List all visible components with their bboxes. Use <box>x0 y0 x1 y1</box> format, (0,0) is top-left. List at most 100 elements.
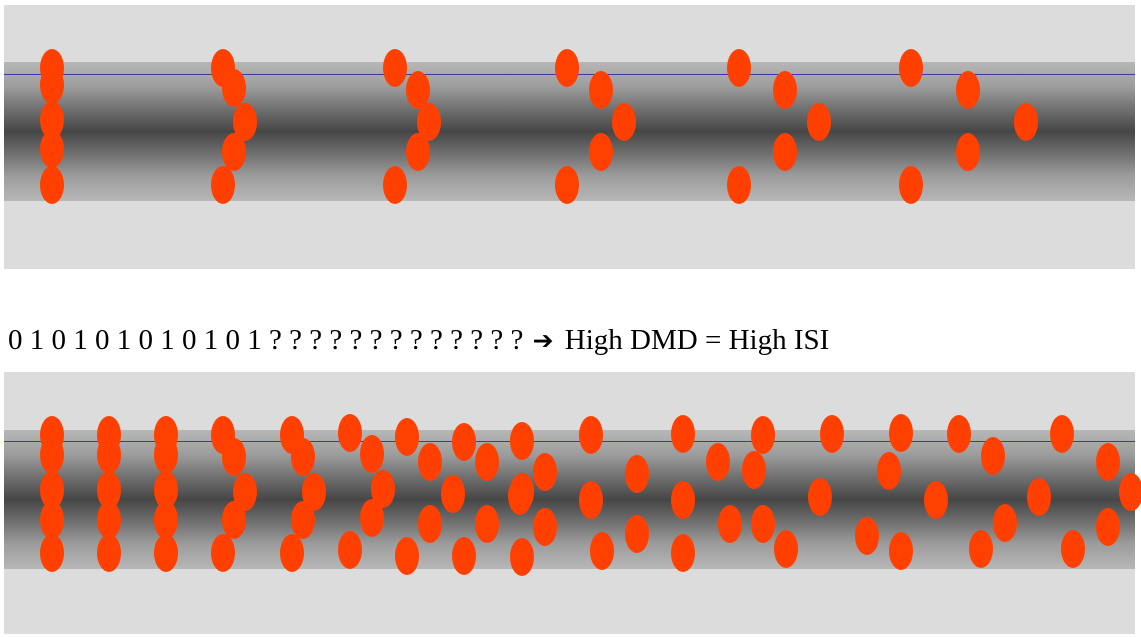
pulse-mode <box>1096 443 1120 481</box>
pulse-mode <box>40 130 64 168</box>
pulse-mode <box>706 443 730 481</box>
pulse-mode <box>40 101 64 139</box>
pulse-mode <box>820 415 844 453</box>
pulse-mode <box>924 481 948 519</box>
pulse-mode <box>1050 415 1074 453</box>
pulse-mode <box>590 532 614 570</box>
pulse-mode <box>727 166 751 204</box>
pulse-mode <box>773 71 797 109</box>
pulse-mode <box>742 451 766 489</box>
pulse-mode <box>1061 530 1085 568</box>
pulse-mode <box>97 436 121 474</box>
pulse-mode <box>774 530 798 568</box>
pulse-mode <box>993 504 1017 542</box>
bottom-pulse-modes <box>40 414 1141 576</box>
pulse-mode <box>510 473 534 511</box>
pulse-mode <box>383 166 407 204</box>
pulse-mode <box>773 133 797 171</box>
pulse-mode <box>222 69 246 107</box>
pulse-mode <box>1027 478 1051 516</box>
pulse-mode <box>97 501 121 539</box>
pulse-mode <box>154 501 178 539</box>
pulse-mode <box>280 534 304 572</box>
pulse-mode <box>40 436 64 474</box>
fiber-axis-line <box>4 441 1135 442</box>
pulse-mode <box>956 133 980 171</box>
pulse-mode <box>889 414 913 452</box>
pulse-mode <box>589 71 613 109</box>
pulse-mode <box>211 166 235 204</box>
pulse-mode <box>418 505 442 543</box>
top-pulse-modes <box>40 49 1038 204</box>
pulse-mode <box>406 71 430 109</box>
pulse-mode <box>510 538 534 576</box>
pulse-mode <box>360 435 384 473</box>
pulse-mode <box>969 530 993 568</box>
pulse-mode <box>579 481 603 519</box>
pulse-mode <box>533 453 557 491</box>
pulse-mode <box>727 49 751 87</box>
pulse-mode <box>291 438 315 476</box>
bit-sequence: 0 1 0 1 0 1 0 1 0 1 0 1 ? ? ? ? ? ? ? ? … <box>8 324 524 356</box>
pulse-mode <box>855 517 879 555</box>
pulse-mode <box>371 470 395 508</box>
pulse-mode <box>154 471 178 509</box>
pulse-mode <box>222 501 246 539</box>
pulse-mode <box>899 166 923 204</box>
pulse-mode <box>40 471 64 509</box>
pulse-mode <box>97 534 121 572</box>
pulse-mode <box>395 537 419 575</box>
pulse-mode <box>406 133 430 171</box>
pulse-mode <box>291 501 315 539</box>
pulse-mode <box>533 508 557 546</box>
pulse-mode <box>211 534 235 572</box>
pulse-mode <box>475 443 499 481</box>
pulse-mode <box>452 423 476 461</box>
pulse-mode <box>97 471 121 509</box>
pulse-mode <box>1119 473 1141 511</box>
pulse-mode <box>625 515 649 553</box>
pulse-mode <box>807 103 831 141</box>
pulse-mode <box>899 49 923 87</box>
top-fiber-panel <box>4 5 1135 269</box>
pulse-mode <box>889 532 913 570</box>
pulse-mode <box>222 133 246 171</box>
pulse-mode <box>877 452 901 490</box>
pulse-mode <box>222 438 246 476</box>
pulse-mode <box>555 166 579 204</box>
pulse-mode <box>981 437 1005 475</box>
caption: 0 1 0 1 0 1 0 1 0 1 0 1 ? ? ? ? ? ? ? ? … <box>8 326 829 355</box>
pulse-mode <box>475 505 499 543</box>
pulse-mode <box>625 455 649 493</box>
pulse-mode <box>751 505 775 543</box>
pulse-mode <box>40 534 64 572</box>
pulse-mode <box>510 422 534 460</box>
conclusion-text: High DMD = High ISI <box>564 324 830 356</box>
pulse-mode <box>40 66 64 104</box>
pulse-mode <box>671 415 695 453</box>
pulse-mode <box>751 416 775 454</box>
pulse-mode <box>395 418 419 456</box>
pulse-mode <box>417 103 441 141</box>
pulse-mode <box>612 103 636 141</box>
pulse-mode <box>589 133 613 171</box>
pulse-mode <box>671 481 695 519</box>
pulse-mode <box>383 49 407 87</box>
pulse-mode <box>671 534 695 572</box>
pulse-mode <box>555 49 579 87</box>
pulse-mode <box>360 499 384 537</box>
bottom-fiber-panel <box>4 372 1141 634</box>
pulse-mode <box>302 473 326 511</box>
pulse-mode <box>947 415 971 453</box>
pulse-mode <box>808 478 832 516</box>
pulse-mode <box>579 416 603 454</box>
pulse-mode <box>418 443 442 481</box>
pulse-mode <box>40 166 64 204</box>
pulse-mode <box>40 501 64 539</box>
pulse-mode <box>1014 103 1038 141</box>
pulse-mode <box>154 534 178 572</box>
right-arrow-icon: ➔ <box>532 326 554 355</box>
pulse-mode <box>441 475 465 513</box>
pulse-mode <box>233 103 257 141</box>
pulse-mode <box>452 537 476 575</box>
